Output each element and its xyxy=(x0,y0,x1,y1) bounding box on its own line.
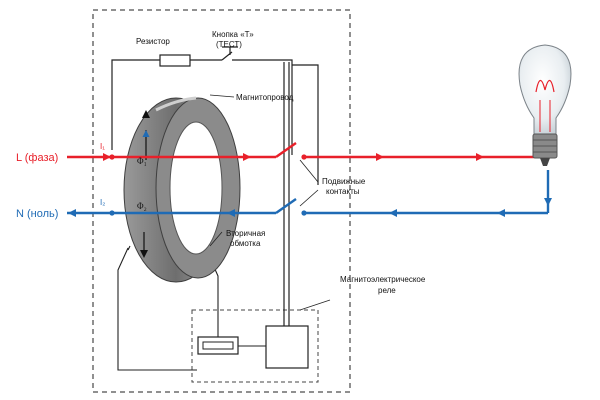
light-bulb xyxy=(518,44,572,166)
contacts-label-line1: Подвижные xyxy=(322,177,366,186)
neutral-arrows xyxy=(68,198,552,217)
actuator-rod xyxy=(283,62,319,328)
neutral-label: N (ноль) xyxy=(16,208,58,220)
button-label-line1: Кнопка «Т» xyxy=(212,30,254,39)
relay-label-line2: реле xyxy=(378,286,396,295)
rcd-housing-border xyxy=(92,9,351,393)
relay-label-line1: Магнитоэлектрическое xyxy=(340,275,426,284)
phase-contact-node xyxy=(301,154,307,160)
test-circuit xyxy=(111,46,293,155)
flux-phi2-label: Φ₂ xyxy=(137,201,147,211)
relay-coil xyxy=(197,336,239,355)
neutral-contact-node xyxy=(301,210,307,216)
contacts-label-line2: контакты xyxy=(326,187,360,196)
neutral-node xyxy=(109,210,115,216)
phase-label: L (фаза) xyxy=(16,152,58,164)
resistor-symbol xyxy=(159,54,191,67)
phase-node xyxy=(109,154,115,160)
neutral-wire xyxy=(67,170,550,215)
flux-phi1-label: Φ₁ xyxy=(137,156,147,166)
relay-block xyxy=(265,325,309,369)
button-label-line2: (ТЕСТ) xyxy=(216,40,242,49)
winding-label-line2: обмотка xyxy=(230,239,261,248)
current-i2-label: I₂ xyxy=(100,198,105,207)
toroid-core xyxy=(123,96,241,283)
current-i1-label: I₁ xyxy=(100,142,105,151)
leader-lines xyxy=(209,94,331,311)
winding-label-line1: Вторичная xyxy=(226,229,265,238)
relay-box xyxy=(191,309,319,383)
relay-core-line xyxy=(202,341,234,350)
resistor-label: Резистор xyxy=(136,37,170,46)
phase-arrows xyxy=(103,153,484,161)
core-label: Магнитопровод xyxy=(236,93,294,102)
